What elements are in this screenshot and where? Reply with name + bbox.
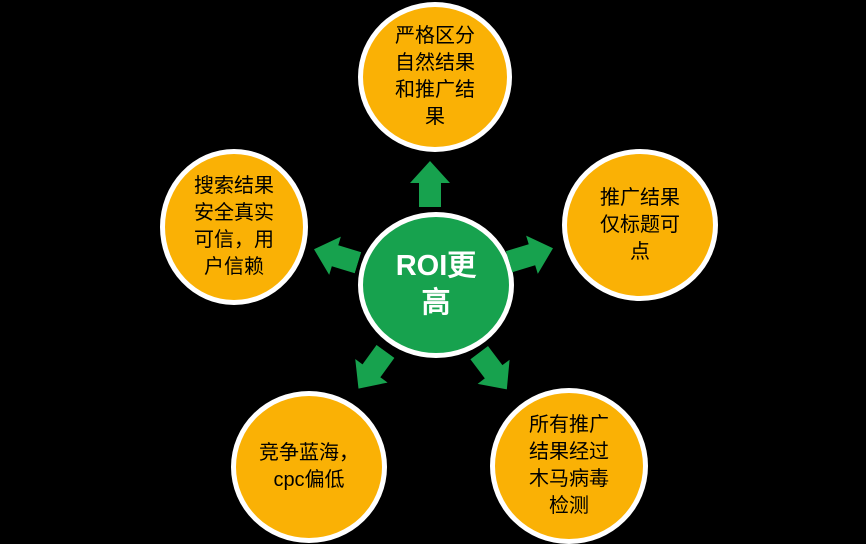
node-circle-right: 推广结果 仅标题可 点	[562, 149, 718, 301]
node-label-right: 推广结果 仅标题可 点	[600, 186, 680, 263]
node-circle-left: 搜索结果 安全真实 可信，用 户信赖	[160, 149, 308, 305]
arrow-lower-left-icon	[342, 340, 401, 401]
node-circle-bottom-right: 所有推广 结果经过 木马病毒 检测	[490, 388, 648, 544]
node-circle-top: 严格区分 自然结果 和推广结 果	[358, 2, 512, 152]
arrow-upper-right-icon	[503, 229, 559, 281]
arrow-upper-left-icon	[308, 230, 364, 282]
node-label-top: 严格区分 自然结果 和推广结 果	[395, 25, 475, 128]
node-label-bottom-right: 所有推广 结果经过 木马病毒 检测	[529, 414, 609, 517]
center-label: ROI更 高	[395, 250, 477, 319]
node-label-left: 搜索结果 安全真实 可信，用 户信赖	[194, 175, 274, 278]
node-circle-bottom-left: 竞争蓝海， cpc偏低	[231, 391, 387, 543]
arrow-lower-right-icon	[463, 341, 523, 402]
node-label-bottom-left: 竞争蓝海， cpc偏低	[259, 442, 359, 491]
center-circle-roi: ROI更 高	[358, 212, 514, 358]
arrow-up-icon	[410, 161, 450, 207]
